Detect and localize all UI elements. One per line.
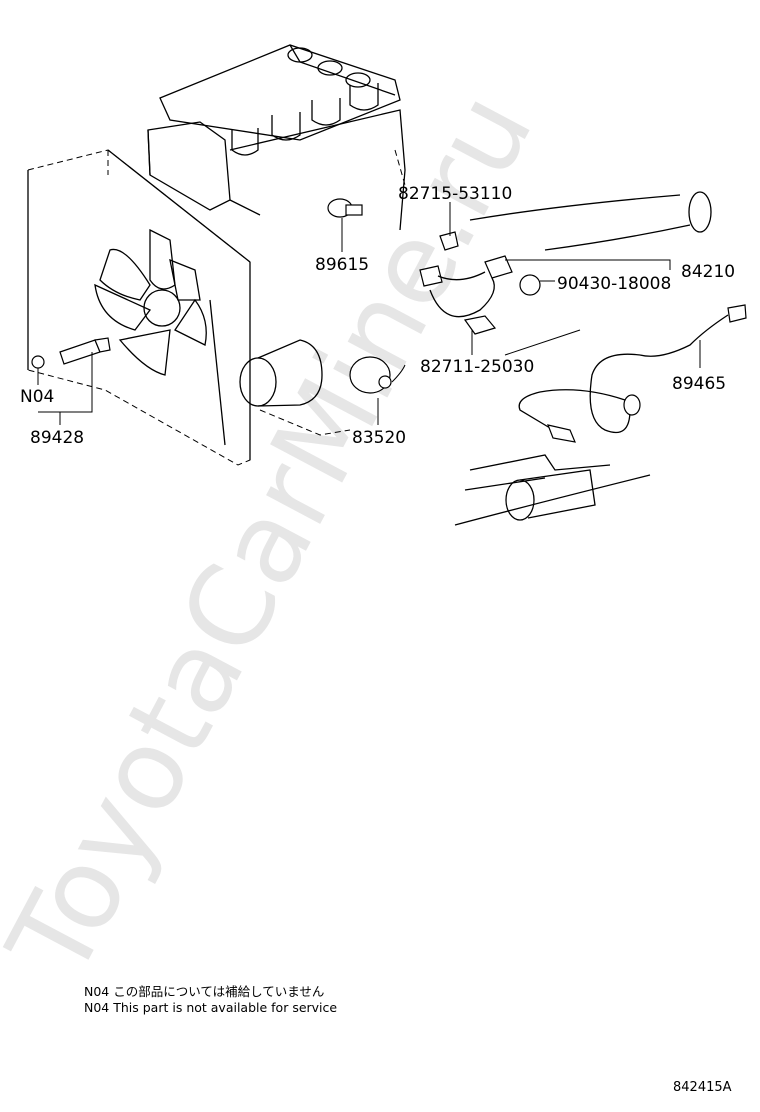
callout-82715-53110: 82715-53110 [398,184,512,204]
part-89465-sensor [518,304,747,443]
callout-89428: 89428 [30,428,84,448]
part-89428-sensor [31,337,111,369]
callout-84210: 84210 [681,262,735,282]
exhaust-illustration [454,454,651,526]
part-83520-switch [349,356,406,418]
callout-89465: 89465 [672,374,726,394]
drawing-number: 842415A [673,1080,732,1095]
radiator-illustration [27,149,251,466]
callout-n04: N04 [20,387,54,407]
engine-block-illustration [147,44,406,231]
watermark: ToyotaCarMine.ru [0,73,558,999]
part-89615-sensor [327,198,363,242]
callout-90430-18008: 90430-18008 [557,274,671,294]
callout-89615: 89615 [315,255,369,275]
callout-82711-25030: 82711-25030 [420,357,534,377]
part-84210-harness [419,231,541,335]
callout-83520: 83520 [352,428,406,448]
intake-pipe-illustration [469,191,712,251]
note-english: N04 This part is not available for servi… [84,1000,338,1015]
leader-lines [37,202,701,425]
note-japanese: N04 この部品については補給していません [84,984,325,999]
oil-filter-illustration [239,339,351,436]
